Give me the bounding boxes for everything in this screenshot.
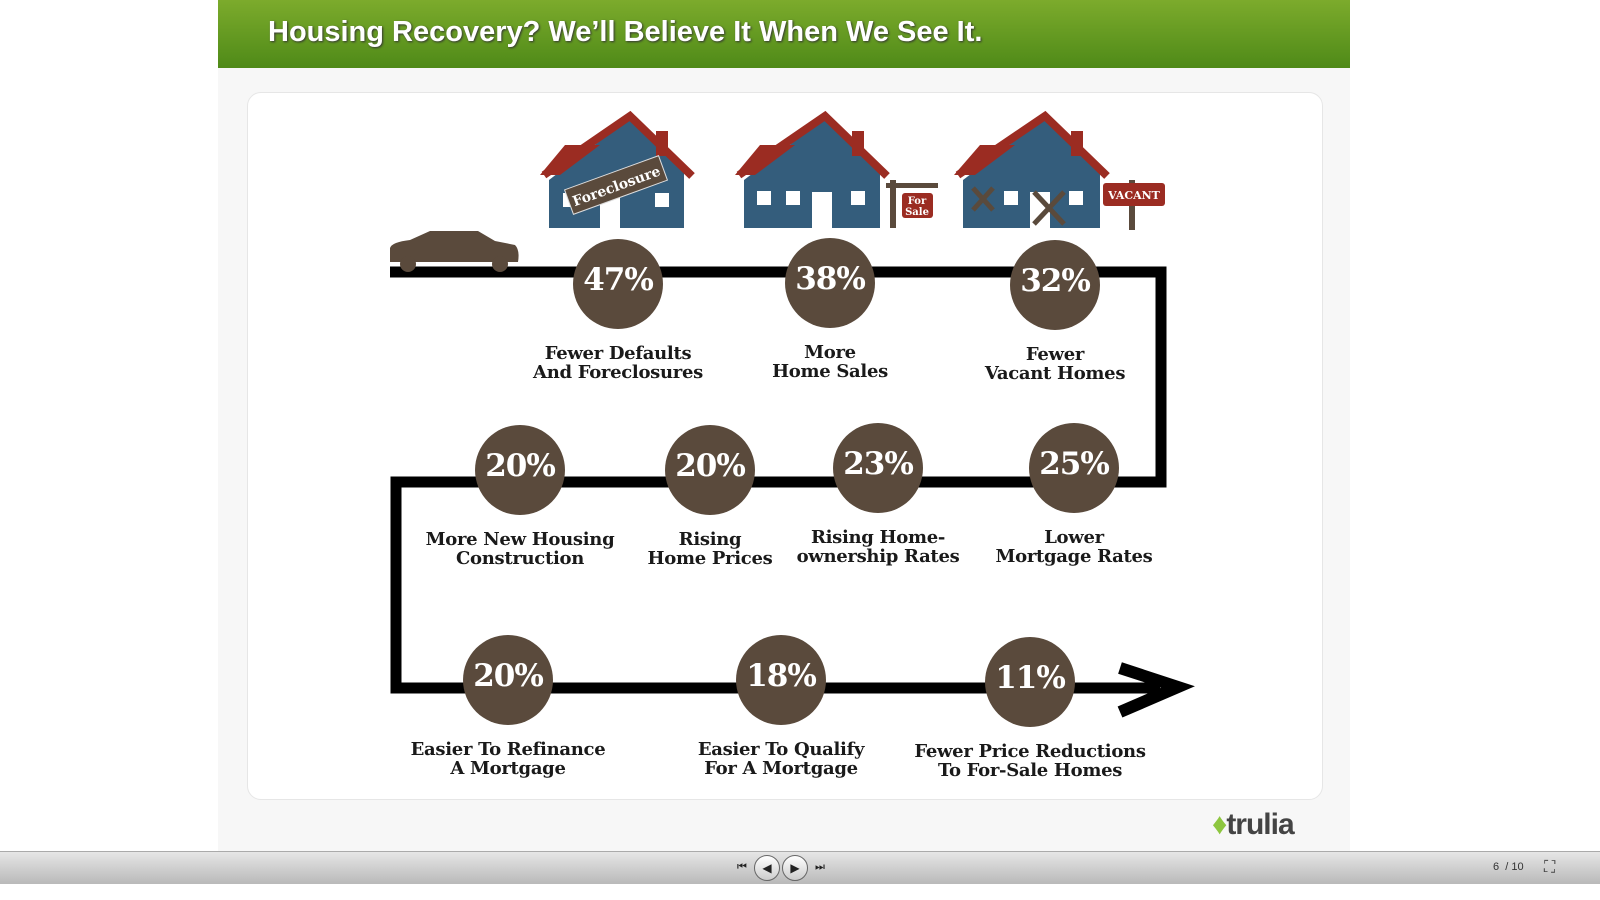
stat-percent: 23% [843,446,914,482]
label-line: More New Housing [425,529,615,550]
label-line: And Foreclosures [533,362,703,383]
svg-text:VACANT: VACANT [1107,189,1161,202]
trulia-logo: ♦trulia [1212,808,1295,841]
stat-circle [665,425,755,515]
label-line: A Mortgage [450,758,566,779]
stat-circle [1010,240,1100,330]
last-slide-button[interactable]: ⏭ [815,860,825,873]
slide-header: Housing Recovery? We’ll Believe It When … [218,0,1350,68]
stat-percent: 38% [795,261,866,297]
stat-circle [475,425,565,515]
label-line: Easier To Qualify [697,739,865,760]
label-line: Fewer Price Reductions [914,741,1146,762]
label-line: Mortgage Rates [995,546,1153,567]
stat-percent: 11% [995,660,1066,696]
svg-text:Sale: Sale [905,207,929,218]
vacant-house-icon: VACANT [954,110,1165,230]
label-line: Home Sales [772,361,888,382]
stat-percent: 20% [473,658,544,694]
label-line: Fewer Defaults [544,343,692,364]
stat-percent: 25% [1039,446,1110,482]
label-line: Easier To Refinance [410,739,606,760]
stat-circle [833,423,923,513]
slide-title: Housing Recovery? We’ll Believe It When … [268,16,983,48]
player-toolbar: ⏮ ◀ ▶ ⏭ 6 / 10 ⛶ [0,851,1600,884]
pin-icon: ♦ [1212,808,1227,841]
label-line: Fewer [1025,344,1085,365]
stat-percent: 47% [583,262,654,298]
label-line: To For-Sale Homes [937,760,1123,781]
infographic-art: Foreclosure For Sale VACANT [390,110,1195,727]
label-line: For A Mortgage [704,758,858,779]
label-line: Rising [678,529,742,550]
first-slide-button[interactable]: ⏮ [737,860,747,873]
stat-circle [985,637,1075,727]
label-line: ownership Rates [796,546,960,567]
label-line: Lower [1044,527,1104,548]
stat-percent: 32% [1020,263,1091,299]
label-line: Vacant Homes [984,363,1126,384]
stat-circle [785,238,875,328]
label-line: More [804,342,856,363]
stat-circle [573,239,663,329]
label-line: Rising Home- [810,527,946,548]
stat-percent: 18% [746,658,817,694]
stat-label: Rising Home-ownership Rates [748,528,1008,566]
label-line: Construction [455,548,585,569]
for-sale-house-icon: For Sale [735,110,938,228]
car-icon [390,231,519,272]
stat-percent: 20% [485,448,556,484]
stat-circle [736,635,826,725]
prev-slide-button[interactable]: ◀ [754,855,780,881]
fullscreen-icon[interactable]: ⛶ [1544,857,1556,876]
page-indicator: 6 / 10 [1493,861,1524,873]
foreclosure-house-icon: Foreclosure [540,110,695,228]
svg-text:For: For [908,196,927,207]
stat-circle [463,635,553,725]
next-slide-button[interactable]: ▶ [782,855,808,881]
stat-circle [1029,423,1119,513]
label-line: Home Prices [647,548,773,569]
stat-percent: 20% [675,448,746,484]
